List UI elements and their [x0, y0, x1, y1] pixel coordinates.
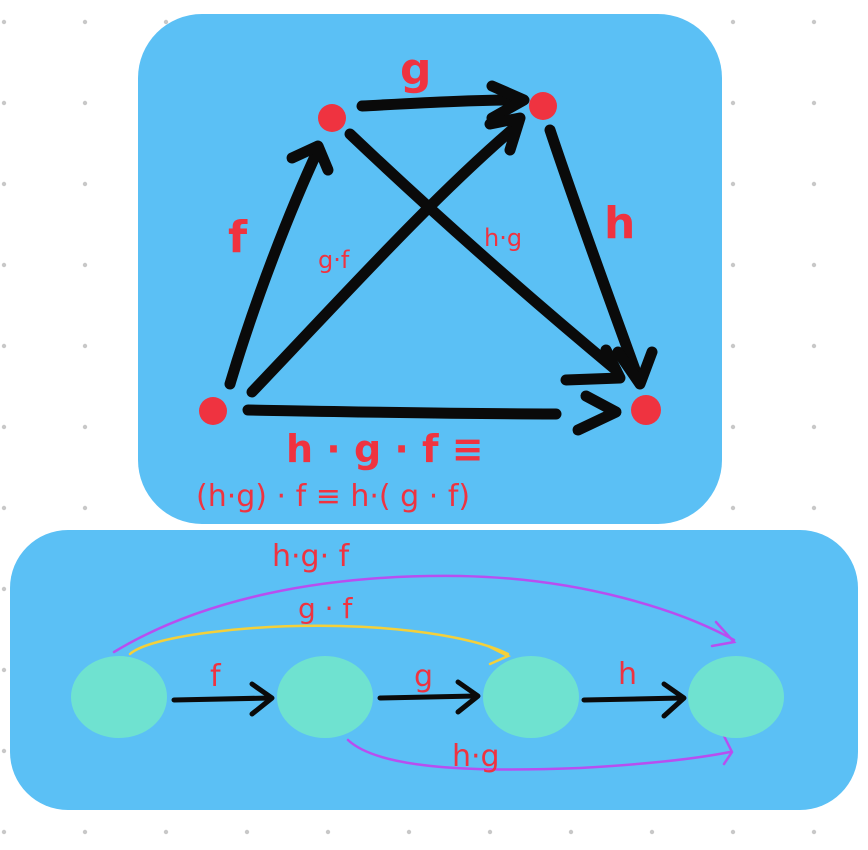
bottom-curves: [112, 574, 737, 771]
grid-dot: [811, 343, 817, 349]
grid-dot: [730, 262, 736, 268]
arrow-f: [224, 144, 324, 390]
chain-arrowhead-h: [661, 681, 687, 719]
grid-dot: [730, 19, 736, 25]
label-gf: g·f: [318, 246, 350, 274]
node-2: [277, 656, 373, 738]
grid-dot: [1, 748, 7, 754]
node-3: [483, 656, 579, 738]
grid-dot: [811, 262, 817, 268]
grid-dot: [1, 181, 7, 187]
chain-arrowhead-f: [249, 681, 275, 717]
grid-dot: [1, 586, 7, 592]
chain-arrowhead-g: [455, 679, 481, 715]
grid-dot: [163, 829, 169, 835]
curve-gf: [128, 624, 510, 656]
chain-nodes: [71, 656, 784, 738]
label-g: g: [400, 44, 432, 95]
label-f: f: [228, 212, 248, 263]
node-4: [688, 656, 784, 738]
arrow-gf: [246, 122, 520, 398]
grid-dot: [1, 19, 7, 25]
grid-dot: [82, 829, 88, 835]
chain-label-g: g: [414, 659, 433, 694]
chain-arrow-g: [377, 693, 479, 701]
grid-dot: [568, 829, 574, 835]
grid-dot: [82, 181, 88, 187]
chain-label-f: f: [210, 659, 222, 694]
arrowhead-g: [486, 80, 530, 124]
grid-dot: [1, 829, 7, 835]
grid-dot: [649, 829, 655, 835]
label-hg: h·g: [484, 224, 522, 252]
object-d: [631, 395, 661, 425]
curve-gf-head: [486, 644, 511, 666]
chain-label-gf: g · f: [298, 592, 353, 625]
equation-line-2: (h·g) · f ≡ h·( g · f): [196, 479, 470, 514]
arrow-g: [356, 94, 526, 112]
grid-dot: [811, 505, 817, 511]
grid-dot: [1, 100, 7, 106]
grid-dot: [730, 100, 736, 106]
arrow-hgf: [242, 404, 562, 420]
chain-label-hg: h·g: [452, 739, 500, 774]
grid-dot: [1, 667, 7, 673]
grid-dot: [82, 424, 88, 430]
grid-dot: [82, 343, 88, 349]
grid-dot: [811, 424, 817, 430]
objects: [199, 92, 661, 425]
chain-arrow-h: [581, 695, 685, 703]
grid-dot: [730, 343, 736, 349]
grid-dot: [811, 19, 817, 25]
chain-arrows: [171, 679, 687, 719]
object-b: [318, 104, 346, 132]
grid-dot: [811, 829, 817, 835]
grid-dot: [730, 424, 736, 430]
label-h: h: [604, 198, 635, 249]
object-c: [529, 92, 557, 120]
curve-hgf: [112, 574, 736, 654]
grid-dot: [82, 262, 88, 268]
node-1: [71, 656, 167, 738]
grid-dot: [811, 100, 817, 106]
arrow-hg: [344, 128, 622, 376]
arrowhead-h: [612, 346, 658, 390]
grid-dot: [730, 181, 736, 187]
curve-hg: [346, 738, 732, 771]
grid-dot: [1, 424, 7, 430]
curve-hg-head: [722, 734, 734, 766]
arrowhead-gf: [484, 112, 526, 156]
grid-dot: [82, 100, 88, 106]
object-a: [199, 397, 227, 425]
arrowhead-f: [286, 140, 334, 176]
chain-arrow-f: [171, 695, 273, 703]
equation-line-1: h · g · f ≡: [286, 427, 484, 471]
grid-dot: [82, 19, 88, 25]
grid-dot: [811, 181, 817, 187]
grid-dot: [244, 829, 250, 835]
grid-dot: [730, 505, 736, 511]
arrowhead-hg: [560, 344, 626, 386]
chain-label-hgf: h·g· f: [272, 539, 351, 574]
arrow-h: [544, 124, 644, 384]
chain-label-h: h: [618, 657, 637, 692]
arrowhead-hgf: [572, 390, 622, 436]
grid-dot: [730, 829, 736, 835]
grid-dot: [1, 505, 7, 511]
grid-dot: [1, 343, 7, 349]
grid-dot: [82, 505, 88, 511]
curve-hgf-head: [710, 620, 737, 648]
grid-dot: [1, 262, 7, 268]
grid-dot: [406, 829, 412, 835]
top-diagram: [224, 80, 658, 436]
grid-dot: [487, 829, 493, 835]
grid-dot: [325, 829, 331, 835]
